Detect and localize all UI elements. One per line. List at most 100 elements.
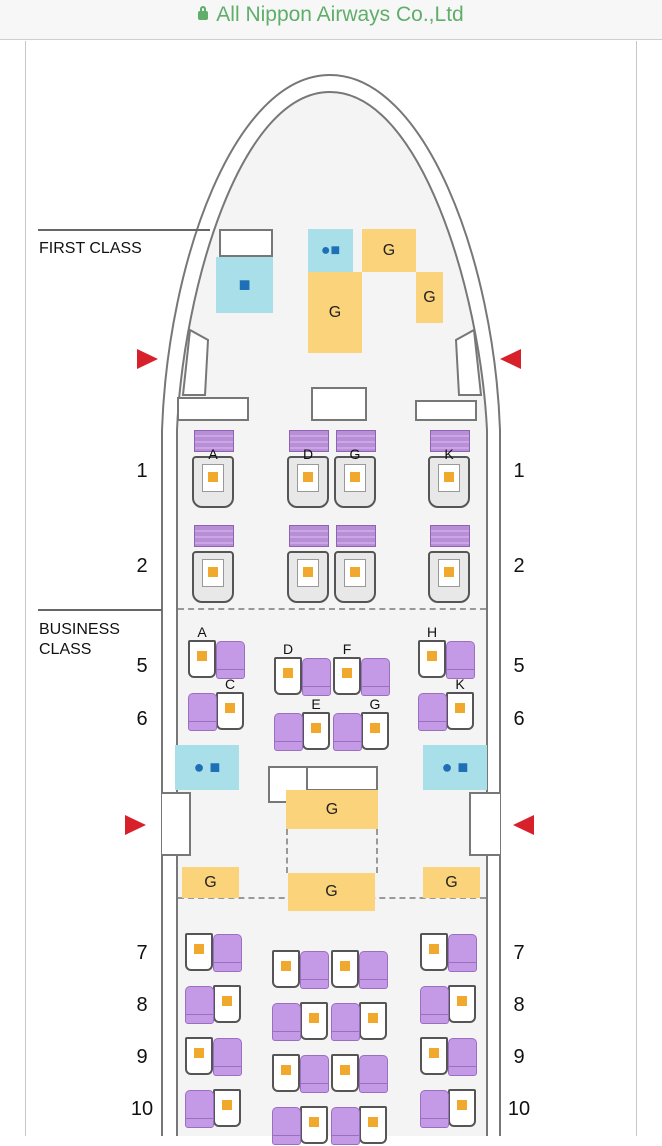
seat-indicator — [427, 651, 437, 661]
seat-indicator — [194, 1048, 204, 1058]
first-class-seat[interactable] — [192, 525, 234, 605]
business-class-seat[interactable] — [418, 640, 475, 680]
seat-body — [334, 456, 376, 508]
seat-ottoman — [272, 1107, 301, 1145]
first-class-divider — [38, 229, 210, 231]
seat-shell — [448, 1089, 476, 1127]
ottoman — [289, 430, 329, 452]
seat-shell — [300, 1002, 328, 1040]
seat-ottoman — [446, 641, 475, 679]
seat-indicator — [283, 668, 293, 678]
business-class-label-1: BUSINESS — [39, 621, 120, 638]
browser-url-bar[interactable]: All Nippon Airways Co.,Ltd — [0, 0, 662, 40]
closet — [415, 400, 477, 421]
galley: G — [288, 873, 375, 911]
first-class-seat[interactable] — [192, 430, 234, 510]
galley: G — [416, 272, 443, 323]
baby-changing-icon: ● ■ — [441, 757, 469, 777]
business-class-seat[interactable] — [420, 1089, 477, 1129]
lavatory-baby: ● ■ — [175, 745, 239, 790]
page-border-left — [25, 41, 26, 1136]
business-class-seat[interactable] — [331, 1106, 388, 1146]
baby-changing-icon: ●■ — [320, 241, 341, 259]
seat-shell — [331, 1054, 359, 1092]
first-class-seat[interactable] — [287, 525, 329, 605]
seat-indicator — [444, 472, 454, 482]
seat-indicator — [208, 567, 218, 577]
business-class-seat[interactable] — [331, 950, 388, 990]
business-class-seat[interactable] — [272, 1054, 329, 1094]
seat-indicator — [311, 723, 321, 733]
business-class-seat[interactable] — [420, 985, 477, 1025]
first-class-seat[interactable] — [428, 430, 470, 510]
seat-shell — [359, 1002, 387, 1040]
row-number: 1 — [513, 460, 525, 482]
seat-shell — [185, 933, 213, 971]
galley: G — [423, 867, 480, 898]
seat-ottoman — [300, 951, 329, 989]
row-number: 10 — [130, 1098, 154, 1120]
row-number: 7 — [513, 942, 525, 964]
seat-body — [192, 551, 234, 603]
business-class-seat[interactable] — [185, 1089, 242, 1129]
seat-indicator — [208, 472, 218, 482]
row-number: 1 — [136, 460, 148, 482]
seat-indicator — [194, 944, 204, 954]
business-class-seat[interactable] — [272, 1106, 329, 1146]
site-name: All Nippon Airways Co.,Ltd — [216, 3, 464, 26]
galley: G — [182, 867, 239, 898]
row-number: 2 — [513, 555, 525, 577]
business-class-seat[interactable] — [420, 1037, 477, 1077]
business-class-seat[interactable] — [274, 712, 331, 752]
first-class-seat[interactable] — [428, 525, 470, 605]
row-number: 9 — [513, 1046, 525, 1068]
seat-indicator — [281, 1065, 291, 1075]
closet — [306, 766, 378, 791]
business-class-seat[interactable] — [188, 692, 245, 732]
seat-ottoman — [331, 1003, 360, 1041]
business-class-seat[interactable] — [272, 950, 329, 990]
first-class-seat[interactable] — [334, 430, 376, 510]
seat-ottoman — [188, 693, 217, 731]
business-class-label-2: CLASS — [39, 641, 92, 658]
business-class-seat[interactable] — [185, 985, 242, 1025]
seat-letter: D — [302, 446, 314, 462]
exit-arrow-icon — [137, 349, 158, 369]
business-class-seat[interactable] — [420, 933, 477, 973]
business-class-seat[interactable] — [188, 640, 245, 680]
seat-indicator — [457, 996, 467, 1006]
row-number: 6 — [513, 708, 525, 730]
business-class-seat[interactable] — [418, 692, 475, 732]
business-class-seat[interactable] — [274, 657, 331, 697]
business-class-seat[interactable] — [331, 1002, 388, 1042]
seat-shell — [446, 692, 474, 730]
ottoman — [194, 525, 234, 547]
page-border-right — [636, 41, 637, 1136]
seat-ottoman — [185, 1090, 214, 1128]
seat-indicator — [222, 1100, 232, 1110]
business-class-seat[interactable] — [185, 933, 242, 973]
row-number: 2 — [136, 555, 148, 577]
business-class-seat[interactable] — [333, 712, 390, 752]
ottoman — [336, 430, 376, 452]
business-class-seat[interactable] — [185, 1037, 242, 1077]
ottoman — [194, 430, 234, 452]
business-class-seat[interactable] — [272, 1002, 329, 1042]
seat-indicator — [340, 961, 350, 971]
seat-indicator — [368, 1013, 378, 1023]
seat-letter: E — [311, 696, 321, 712]
lavatory-baby: ●■ — [308, 229, 353, 272]
seat-indicator — [303, 567, 313, 577]
business-class-seat[interactable] — [333, 657, 390, 697]
first-class-seat[interactable] — [334, 525, 376, 605]
galley-divider — [286, 829, 288, 873]
seat-letter: F — [342, 641, 352, 657]
exit-arrow-icon — [500, 349, 521, 369]
first-class-seat[interactable] — [287, 430, 329, 510]
business-class-seat[interactable] — [331, 1054, 388, 1094]
seat-shell — [185, 1037, 213, 1075]
closet — [177, 397, 249, 421]
seat-letter: K — [444, 446, 454, 462]
seat-body — [334, 551, 376, 603]
